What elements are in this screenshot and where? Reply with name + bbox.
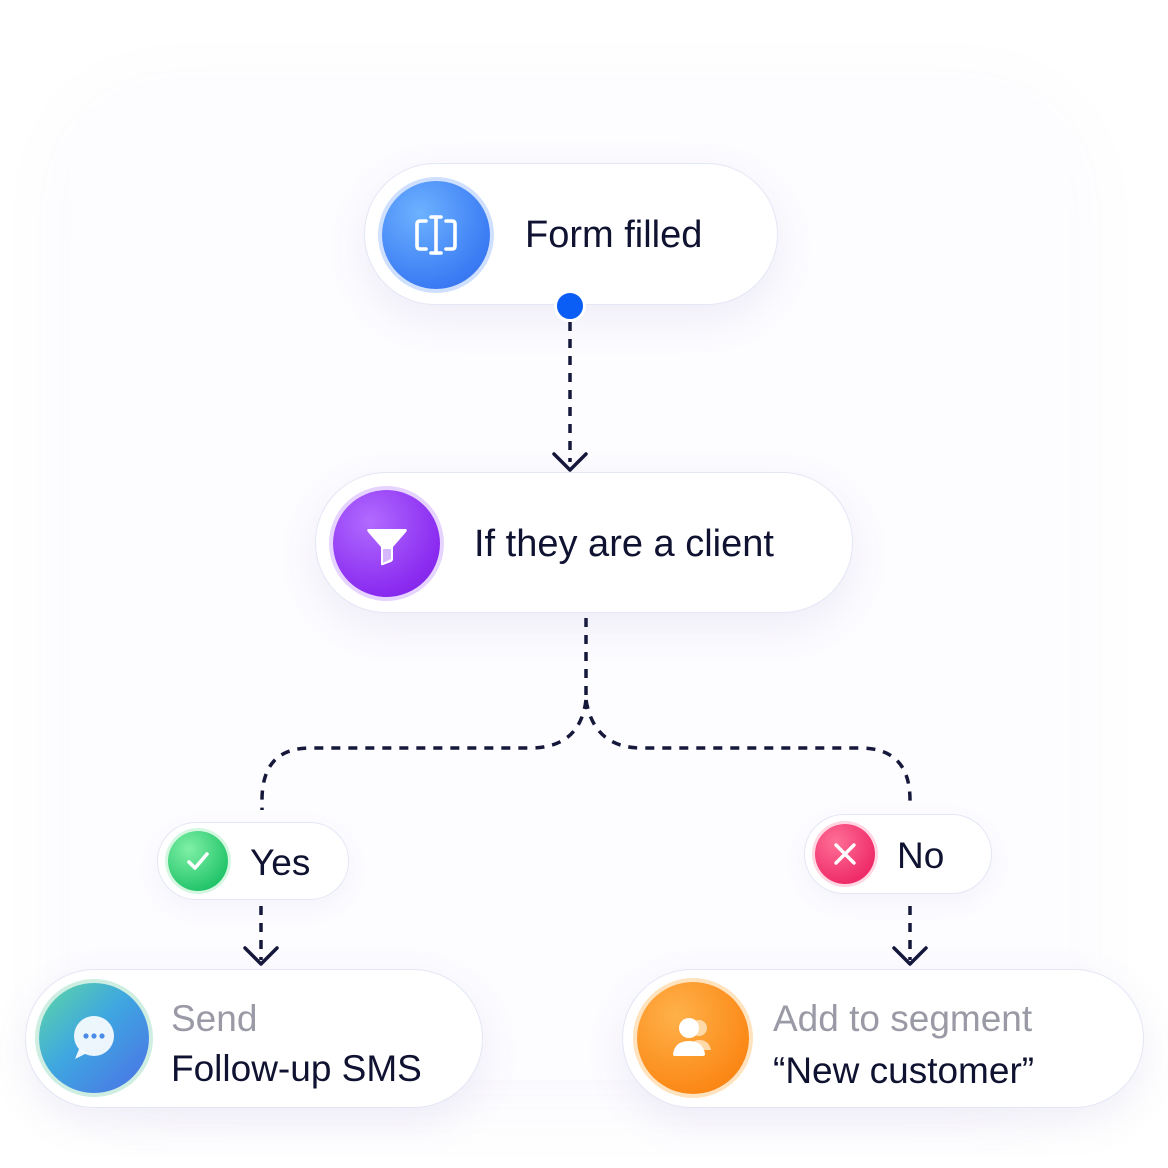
edge-branch-to-yes <box>260 699 588 810</box>
trigger-node-form-filled[interactable]: Form filled <box>364 163 778 305</box>
form-icon <box>382 181 490 289</box>
segment-action-label: Add to segment <box>773 998 1033 1039</box>
edge-branch-to-no <box>584 699 912 808</box>
arrowhead-segment <box>892 946 928 966</box>
arrowhead-condition <box>552 452 588 472</box>
branch-yes[interactable]: Yes <box>157 822 349 900</box>
sms-target-label: Follow-up SMS <box>171 1048 422 1089</box>
sms-action-label: Send <box>171 998 258 1039</box>
segment-target-label: “New customer” <box>773 1050 1035 1091</box>
branch-no[interactable]: No <box>804 814 992 894</box>
chat-bubble-icon <box>39 983 149 1093</box>
branch-yes-label: Yes <box>250 842 311 883</box>
condition-label: If they are a client <box>474 523 774 565</box>
action-node-add-segment[interactable]: Add to segment “New customer” <box>622 969 1144 1108</box>
output-dot[interactable] <box>554 290 586 322</box>
close-icon <box>815 824 875 884</box>
arrowhead-sms <box>243 946 279 966</box>
users-icon <box>637 982 749 1094</box>
action-node-send-sms[interactable]: Send Follow-up SMS <box>25 969 483 1108</box>
checkmark-icon <box>168 831 228 891</box>
funnel-icon <box>333 490 440 597</box>
trigger-label: Form filled <box>525 214 703 256</box>
branch-no-label: No <box>897 835 945 876</box>
condition-node-client[interactable]: If they are a client <box>315 472 853 613</box>
